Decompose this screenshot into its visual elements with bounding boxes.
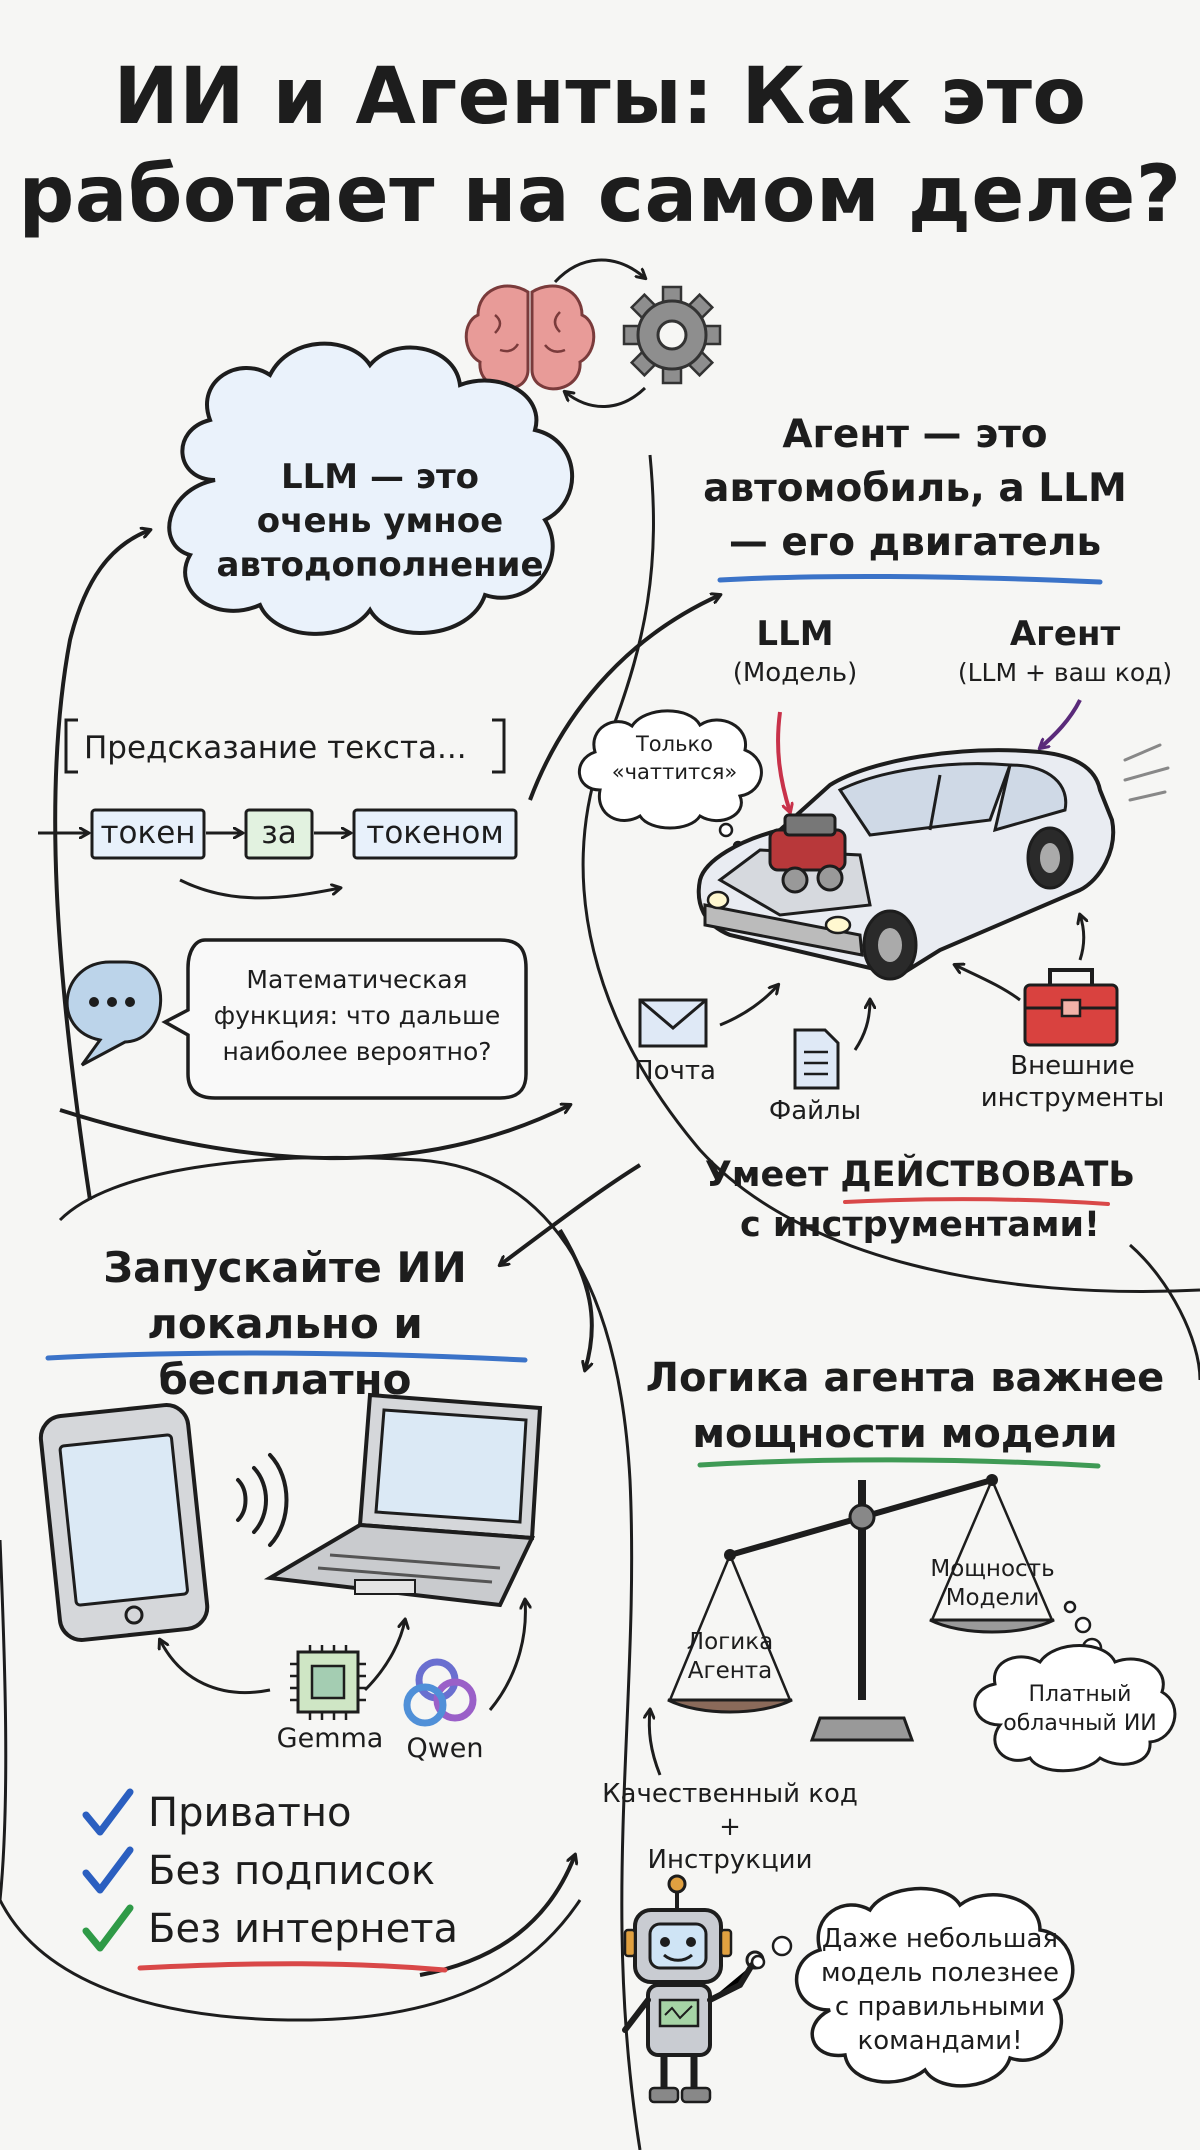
- chat-thought-bubble: [577, 709, 763, 830]
- robot-speech-cloud: [794, 1886, 1075, 2088]
- llm-cloud: [167, 341, 575, 636]
- token-box-3: [352, 808, 518, 860]
- gemma-label: Gemma: [276, 1723, 384, 1754]
- llm-cloud-text: LLM — это очень умное автодополнение: [216, 457, 544, 585]
- laptop-icon: [263, 1392, 543, 1608]
- arrow-to-agent: [59, 1105, 570, 1161]
- brain-icon: [464, 284, 596, 391]
- chat-thought-text: Только «чаттится»: [611, 732, 738, 784]
- local-heading-underline: [45, 1350, 528, 1363]
- chat-bubble-icon: [65, 960, 163, 1067]
- token-box-1: [90, 808, 206, 860]
- arrow-to-llm: [53, 530, 150, 1201]
- arrow-llm-to-agent: [528, 595, 720, 801]
- benefit-offline: Без интернета: [148, 1906, 459, 1952]
- model-power-pan-label: Мощность Модели: [930, 1556, 1055, 1611]
- check-icon-1: [82, 1788, 134, 1836]
- code-to-logic-arrow: [649, 1710, 662, 1776]
- action-highlight: ДЕЙСТВОВАТЬ: [840, 1155, 1136, 1195]
- files-label: Файлы: [768, 1096, 862, 1126]
- balance-scale-icon: [667, 1474, 1055, 1742]
- paid-cloud-text: Платный облачный ИИ: [1003, 1682, 1157, 1736]
- phone-icon: [38, 1403, 210, 1642]
- check-icon-3: [82, 1904, 134, 1952]
- paid-cloud-bubble: [973, 1644, 1177, 1773]
- token-box-2: [244, 808, 314, 860]
- arrow-to-local: [500, 1163, 642, 1265]
- mail-icon: [638, 998, 708, 1048]
- benefit-private: Приватно: [148, 1790, 352, 1836]
- bracket-left: [64, 718, 78, 774]
- bracket-right: [492, 718, 506, 774]
- prediction-label: Предсказание текста...: [84, 730, 467, 766]
- agent-pointer-arrow: [1040, 699, 1082, 748]
- agent-circle-tail: [1129, 1243, 1200, 1381]
- local-circle: [58, 1156, 642, 2150]
- token-2: за: [261, 815, 297, 851]
- local-heading: Запускайте ИИ локально и бесплатно: [103, 1243, 467, 1404]
- qwen-label: Qwen: [406, 1733, 484, 1764]
- qwen-logo-icon: [403, 1658, 477, 1727]
- car-icon: [696, 743, 1170, 981]
- agent-heading: Агент — это автомобиль, а LLM — его двиг…: [703, 412, 1127, 565]
- llm-model-label: LLM (Модель): [732, 614, 858, 688]
- token-3: токеном: [366, 815, 504, 851]
- title-line-1: ИИ и Агенты: Как это: [113, 52, 1087, 142]
- action-underline: [843, 1197, 1110, 1206]
- tools-label: Внешние инструменты: [980, 1051, 1165, 1113]
- arrow-to-logic: [558, 1228, 594, 1370]
- robot-icon: [622, 1874, 765, 2104]
- llm-pointer-arrow: [776, 711, 790, 812]
- gear-icon: [622, 285, 722, 385]
- logic-heading-underline: [697, 1457, 1101, 1469]
- file-icon: [793, 1028, 840, 1090]
- agent-label: Агент (LLM + ваш код): [957, 614, 1173, 687]
- robot-speech-text: Даже небольшая модель полезнее с правиль…: [820, 1924, 1060, 2056]
- token-1: токен: [100, 815, 196, 851]
- page-title: ИИ и Агенты: Как это работает на самом д…: [0, 48, 1200, 244]
- title-line-2: работает на самом деле?: [18, 150, 1182, 240]
- cycle-arrow-bottom: [565, 386, 647, 408]
- cycle-arrow-top: [553, 258, 645, 284]
- local-circle-bottom: [0, 1899, 582, 2022]
- logic-heading: Логика агента важнее мощности модели: [645, 1355, 1165, 1457]
- agent-logic-pan-label: Логика Агента: [686, 1629, 774, 1684]
- agent-heading-underline: [717, 573, 1103, 585]
- local-circle-left: [0, 1539, 8, 1901]
- arrow-from-local: [419, 1855, 575, 1977]
- gemma-chip-icon: [290, 1645, 366, 1720]
- quality-code-label: Качественный код + Инструкции: [602, 1779, 858, 1875]
- wifi-icon: [236, 1453, 289, 1547]
- math-bubble-text: Математическая функция: что дальше наибо…: [213, 965, 501, 1066]
- toolbox-icon: [1023, 968, 1119, 1047]
- math-bubble: [161, 938, 528, 1100]
- check-icon-2: [82, 1846, 134, 1894]
- internet-underline: [137, 1961, 448, 1973]
- mail-label: Почта: [634, 1056, 716, 1086]
- benefit-no-subscriptions: Без подписок: [148, 1848, 436, 1894]
- agent-circle: [581, 454, 1200, 1293]
- agent-action-text: Умеет ДЕЙСТВОВАТЬ с инструментами!: [704, 1155, 1136, 1245]
